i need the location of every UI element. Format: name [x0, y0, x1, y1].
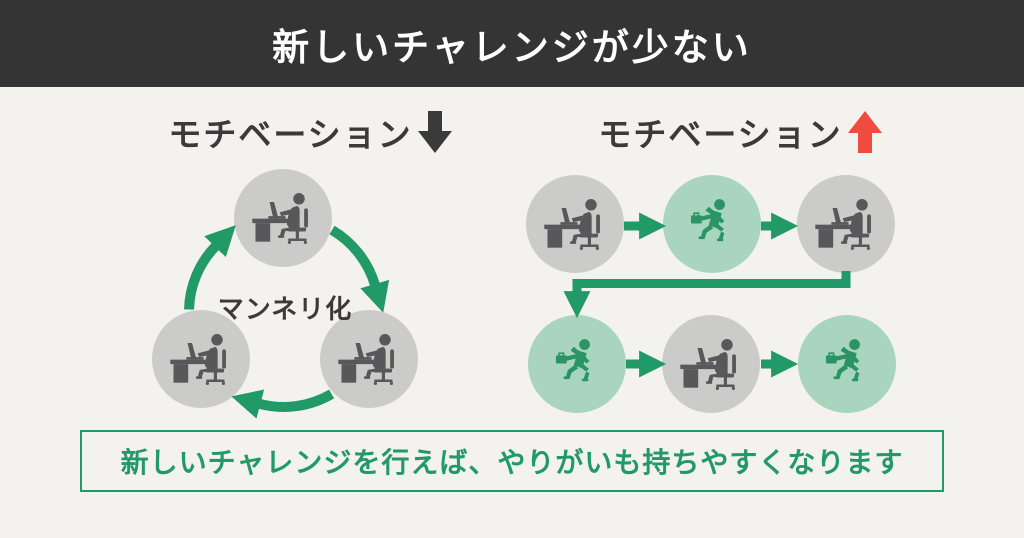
desk-worker-icon — [679, 336, 743, 392]
desk-worker-icon — [543, 196, 607, 252]
flow-elbow-connector — [563, 271, 851, 319]
flow-node-desk-worker-r1c1 — [526, 175, 624, 273]
flow-node-runner-r2c1 — [528, 315, 626, 413]
flow-node-runner-r2c3 — [798, 315, 896, 413]
flow-node-desk-worker-r2c2 — [662, 315, 760, 413]
left-title-text: モチベーション — [168, 116, 413, 153]
cycle-node-desk-worker-top — [234, 169, 332, 267]
up-arrow-icon — [847, 111, 882, 153]
cycle-node-desk-worker-bottom-left — [152, 310, 250, 408]
footer-message-box: 新しいチャレンジを行えば、やりがいも持ちやすくなります — [80, 430, 944, 492]
desk-worker-icon — [169, 331, 233, 387]
cycle-center-label: マンネリ化 — [217, 294, 353, 324]
cycle-arc-top-to-bottomright — [329, 225, 390, 313]
right-section-title: モチベーション — [560, 108, 920, 156]
left-section-title: モチベーション — [120, 108, 500, 156]
footer-message: 新しいチャレンジを行えば、やりがいも持ちやすくなります — [120, 447, 904, 478]
page-title: 新しいチャレンジが少ない — [272, 26, 752, 68]
desk-worker-icon — [814, 196, 878, 252]
desk-worker-icon — [337, 331, 401, 387]
running-person-icon — [685, 192, 739, 256]
right-title-text: モチベーション — [598, 116, 843, 153]
cycle-arc-bottomleft-to-top — [184, 225, 236, 310]
down-arrow-icon — [417, 111, 452, 153]
flow-node-desk-worker-r1c3 — [797, 175, 895, 273]
desk-worker-icon — [251, 190, 315, 246]
header-bar: 新しいチャレンジが少ない — [0, 0, 1024, 87]
cycle-node-desk-worker-bottom-right — [320, 310, 418, 408]
running-person-icon — [550, 332, 604, 396]
running-person-icon — [820, 332, 874, 396]
flow-node-runner-r1c2 — [663, 175, 761, 273]
cycle-arc-bottomright-to-bottomleft — [231, 389, 335, 419]
